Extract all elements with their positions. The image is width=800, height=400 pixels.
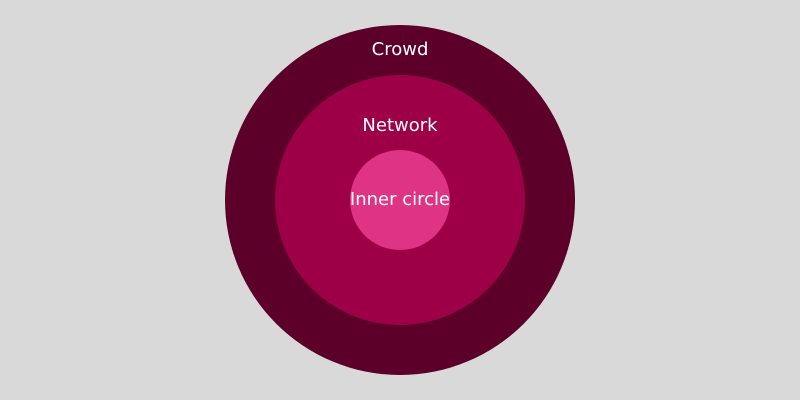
inner-circle-label: Inner circle bbox=[349, 189, 451, 210]
inner-circle-ring bbox=[350, 150, 450, 250]
crowd-label: Crowd bbox=[371, 39, 429, 60]
network-label: Network bbox=[362, 115, 438, 136]
